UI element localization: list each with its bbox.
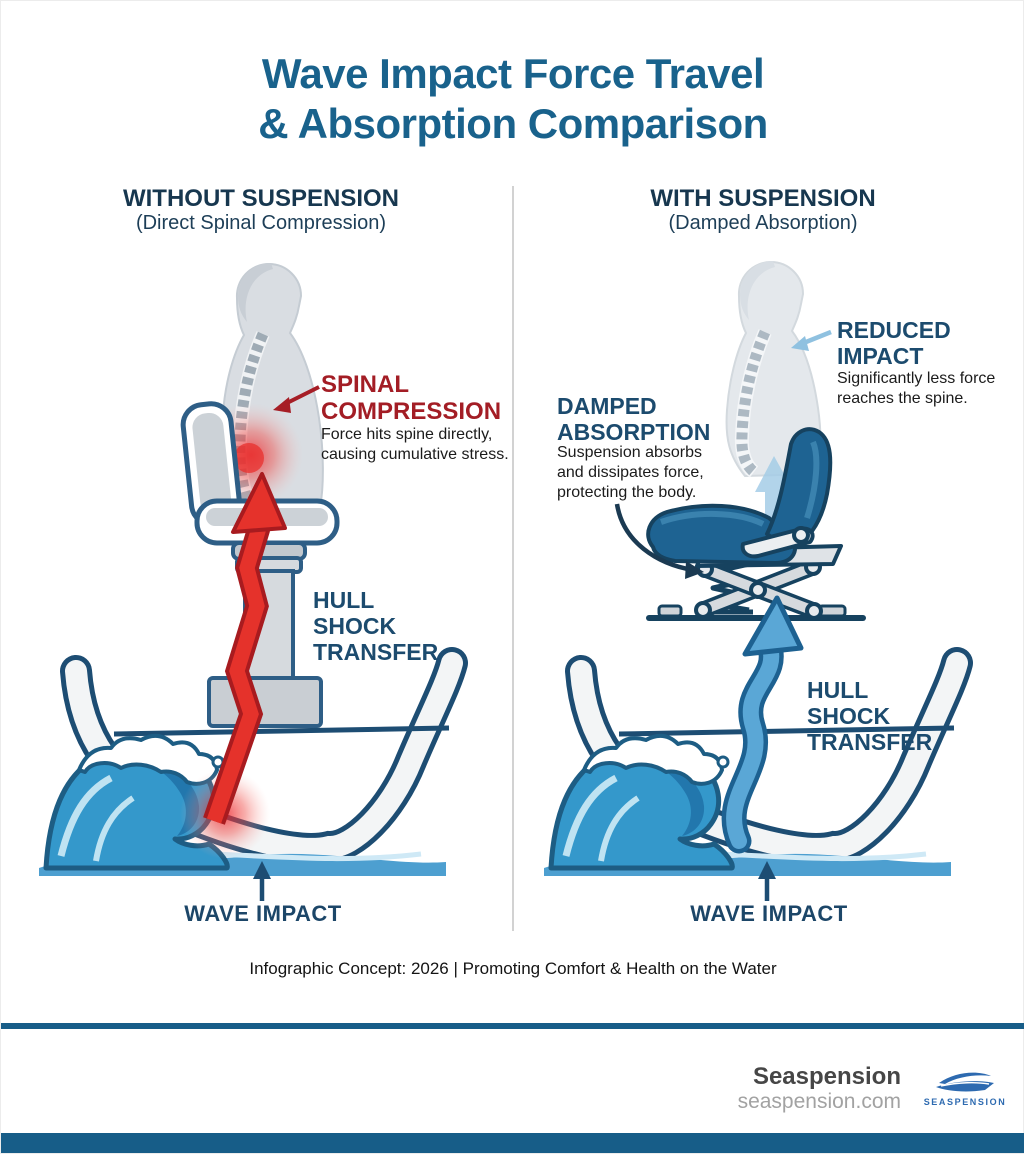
logo-text: SEASPENSION bbox=[923, 1097, 1007, 1107]
reduced-annotation-arrow bbox=[791, 329, 832, 351]
reduced-impact-label: REDUCED IMPACT bbox=[837, 317, 951, 369]
left-illustration bbox=[39, 262, 452, 901]
scissor-linkage bbox=[694, 558, 823, 620]
spinal-compression-desc: Force hits spine directly, causing cumul… bbox=[321, 426, 509, 463]
damped-annotation-arrow bbox=[614, 503, 704, 579]
wave-impact-label-left: WAVE IMPACT bbox=[184, 901, 342, 926]
concept-note: Infographic Concept: 2026 | Promoting Co… bbox=[249, 959, 777, 978]
page-title: Wave Impact Force Travel & Absorption Co… bbox=[1, 49, 1024, 149]
person-silhouette-right bbox=[725, 260, 822, 478]
wave-impact-label-right: WAVE IMPACT bbox=[690, 901, 848, 926]
footer-divider bbox=[1, 1023, 1024, 1029]
damped-absorption-label: DAMPED ABSORPTION bbox=[557, 393, 711, 445]
left-panel-subheading: (Direct Spinal Compression) bbox=[135, 212, 387, 234]
hull-shock-label-left: HULL SHOCK TRANSFER bbox=[313, 587, 439, 665]
damped-absorption-desc: Suspension absorbs and dissipates force,… bbox=[557, 444, 704, 501]
suspension-seat bbox=[646, 427, 866, 621]
spinal-annotation-arrow bbox=[273, 385, 320, 413]
spinal-compression-label: SPINAL COMPRESSION bbox=[321, 371, 502, 425]
bottom-accent-bar bbox=[1, 1133, 1024, 1153]
wave-impact-arrow-left bbox=[253, 861, 271, 901]
comparison-illustration bbox=[1, 260, 1024, 901]
left-panel-heading: WITHOUT SUSPENSION bbox=[122, 185, 399, 212]
brand-url: seaspension.com bbox=[737, 1090, 901, 1113]
right-panel-heading: WITH SUSPENSION bbox=[650, 185, 876, 212]
page-title-line2: & Absorption Comparison bbox=[258, 100, 768, 147]
page-title-line1: Wave Impact Force Travel bbox=[261, 50, 765, 97]
wave-impact-arrow-right bbox=[758, 861, 776, 901]
hull-shock-label-right: HULL SHOCK TRANSFER bbox=[807, 677, 933, 755]
spine-right bbox=[736, 329, 771, 477]
column-divider bbox=[512, 186, 514, 931]
boat-icon bbox=[936, 1072, 994, 1092]
brand-name: Seaspension bbox=[752, 1063, 901, 1090]
reduced-impact-desc: Significantly less force reaches the spi… bbox=[837, 370, 996, 407]
force-arrow-blue bbox=[721, 595, 804, 854]
right-illustration bbox=[544, 260, 957, 901]
brand-logo: SEASPENSION bbox=[917, 1069, 1013, 1107]
seat-base bbox=[207, 676, 323, 728]
right-panel-subheading: (Damped Absorption) bbox=[668, 212, 858, 234]
force-arrow-red bbox=[203, 472, 287, 825]
